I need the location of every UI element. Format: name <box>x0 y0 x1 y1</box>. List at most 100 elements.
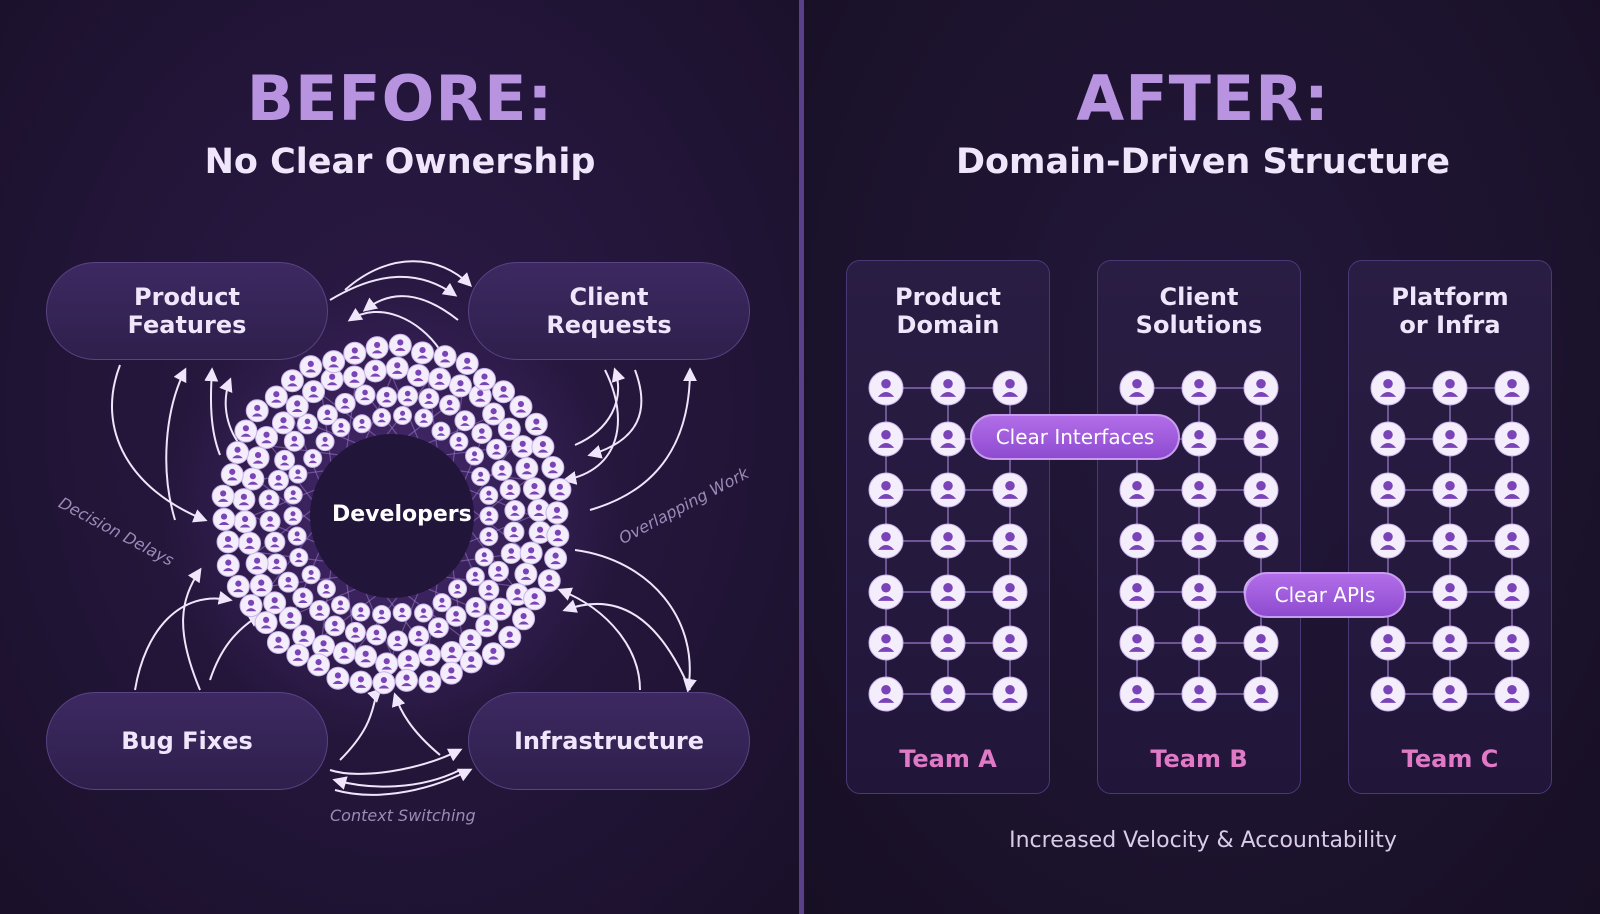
team-member-person-icon <box>930 421 966 457</box>
developer-person-icon <box>474 547 494 567</box>
team-member-person-icon <box>1119 472 1155 508</box>
developer-person-icon <box>475 614 499 638</box>
node-client-requests-label: Client Requests <box>546 283 672 339</box>
developer-person-icon <box>331 595 350 615</box>
developer-person-icon <box>498 625 522 649</box>
developer-person-icon <box>465 596 487 618</box>
developer-person-icon <box>263 591 287 615</box>
developer-person-icon <box>486 438 508 460</box>
developer-person-icon <box>283 430 305 452</box>
after-panel: AFTER: Domain-Driven Structure Product D… <box>806 0 1600 914</box>
developer-person-icon <box>499 479 521 501</box>
team-member-person-icon <box>868 574 904 610</box>
developer-person-icon <box>524 412 548 436</box>
developer-person-icon <box>479 506 499 526</box>
team-member-person-icon <box>868 472 904 508</box>
developer-person-icon <box>331 418 351 438</box>
flow-arrow-icon <box>209 613 263 681</box>
developer-person-icon <box>267 469 289 491</box>
developer-person-icon <box>414 408 434 428</box>
flow-arrow-icon <box>391 692 441 756</box>
team-a-name: Team A <box>899 745 997 773</box>
developer-person-icon <box>351 602 371 622</box>
developer-person-icon <box>548 478 572 502</box>
developer-person-icon <box>465 567 485 587</box>
team-member-grid <box>868 370 1530 712</box>
team-member-person-icon <box>992 472 1028 508</box>
team-member-person-icon <box>1181 625 1217 661</box>
developer-person-icon <box>285 394 309 418</box>
team-member-person-icon <box>1181 523 1217 559</box>
developer-person-icon <box>472 367 496 391</box>
developer-person-icon <box>239 594 263 618</box>
team-member-person-icon <box>868 421 904 457</box>
team-b-name: Team B <box>1150 745 1248 773</box>
flow-arrow-icon <box>347 307 441 351</box>
team-2-members <box>1119 370 1279 712</box>
before-subheading: No Clear Ownership <box>204 142 596 182</box>
team-1-members <box>868 370 1028 712</box>
developer-person-icon <box>522 477 546 501</box>
developer-person-icon <box>418 388 440 410</box>
developer-person-icon <box>448 579 468 599</box>
developer-person-icon <box>238 531 262 555</box>
flow-arrow-icon <box>111 364 208 523</box>
developer-person-icon <box>491 459 513 481</box>
team-member-person-icon <box>1243 421 1279 457</box>
team-member-person-icon <box>1432 625 1468 661</box>
developer-person-icon <box>307 653 331 677</box>
team-member-person-icon <box>868 523 904 559</box>
team-member-person-icon <box>930 472 966 508</box>
developer-person-icon <box>334 392 356 414</box>
developer-person-icon <box>439 661 463 685</box>
team-member-person-icon <box>1432 370 1468 406</box>
team-member-person-icon <box>868 676 904 712</box>
developer-person-icon <box>233 510 257 534</box>
team-3-members <box>1370 370 1530 712</box>
developer-person-icon <box>487 560 509 582</box>
flow-arrow-icon <box>165 367 187 521</box>
team-c-name: Team C <box>1401 745 1499 773</box>
team-c-title: Platform or Infra <box>1391 283 1509 339</box>
clear-apis-label: Clear APIs <box>1274 583 1376 607</box>
developer-person-icon <box>216 530 240 554</box>
node-product-features-label: Product Features <box>127 283 247 339</box>
developer-person-icon <box>397 385 419 407</box>
team-member-person-icon <box>992 574 1028 610</box>
team-member-person-icon <box>1370 421 1406 457</box>
team-member-person-icon <box>1181 676 1217 712</box>
team-member-person-icon <box>1119 625 1155 661</box>
flow-arrow-icon <box>339 688 382 761</box>
developer-person-icon <box>459 650 483 674</box>
developer-person-icon <box>264 385 288 409</box>
developer-person-icon <box>234 419 258 443</box>
developer-person-icon <box>505 583 529 607</box>
developer-person-icon <box>481 642 505 666</box>
developer-person-icon <box>531 435 555 459</box>
team-member-person-icon <box>992 523 1028 559</box>
flow-arrow-icon <box>574 549 697 693</box>
developer-person-icon <box>500 542 522 564</box>
developer-person-icon <box>497 417 521 441</box>
before-panel: BEFORE: No Clear Ownership Product Featu… <box>0 0 800 914</box>
developer-person-icon <box>465 446 485 466</box>
clear-interfaces-label: Clear Interfaces <box>995 425 1155 449</box>
flow-arrow-icon <box>204 367 221 456</box>
team-member-person-icon <box>1494 370 1530 406</box>
developer-person-icon <box>316 404 338 426</box>
team-member-person-icon <box>1432 523 1468 559</box>
flow-arrow-icon <box>557 587 641 691</box>
team-member-person-icon <box>868 625 904 661</box>
team-member-person-icon <box>1494 625 1530 661</box>
team-member-person-icon <box>1119 676 1155 712</box>
developer-person-icon <box>271 411 295 435</box>
developer-person-icon <box>277 571 299 593</box>
developer-person-icon <box>245 399 269 423</box>
developer-person-icon <box>392 602 412 622</box>
developer-person-icon <box>278 606 302 630</box>
developer-person-icon <box>509 395 533 419</box>
developer-person-icon <box>411 341 435 365</box>
developer-person-icon <box>388 333 412 357</box>
developer-person-icon <box>266 631 290 655</box>
after-heading: AFTER: <box>1076 62 1330 135</box>
